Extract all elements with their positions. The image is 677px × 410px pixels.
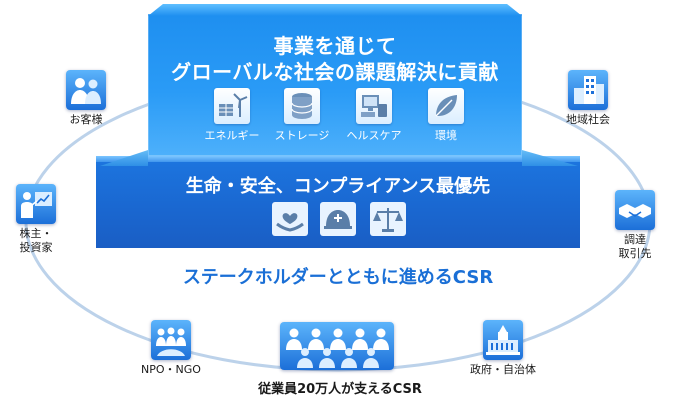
customers-label: お客様 [69, 113, 103, 126]
stakeholder-shareholders: 株主・ 投資家 [8, 184, 64, 255]
employees-icon [280, 322, 394, 370]
shareholders-label-1: 株主・ [19, 227, 53, 240]
storage-icon [284, 88, 320, 124]
field-energy: エネルギー [200, 88, 264, 143]
business-tier [148, 14, 522, 156]
employees-label: 従業員20万人が支えるCSR [258, 382, 422, 397]
stakeholder-suppliers: 調達 取引先 [606, 190, 664, 261]
government-building-icon [483, 320, 523, 360]
helmet-icon [320, 202, 356, 236]
stakeholder-government: 政府・自治体 [466, 320, 540, 377]
field-healthcare: ヘルスケア [342, 88, 406, 143]
safety-tier-edge [96, 156, 580, 164]
local-community-label: 地域社会 [566, 113, 610, 126]
field-energy-label: エネルギー [204, 129, 260, 142]
shareholders-label-2: 投資家 [19, 241, 53, 254]
suppliers-label-1: 調達 [624, 233, 646, 246]
energy-icon [214, 88, 250, 124]
business-tier-cap [148, 4, 522, 16]
stakeholder-customers: お客様 [58, 70, 114, 127]
government-label: 政府・自治体 [470, 363, 536, 376]
healthcare-icon [356, 88, 392, 124]
handshake-icon [615, 190, 655, 230]
safety-title: 生命・安全、コンプライアンス最優先 [185, 176, 491, 197]
buildings-icon [568, 70, 608, 110]
customers-icon [66, 70, 106, 110]
stakeholder-local-community: 地域社会 [556, 70, 620, 127]
business-title-line2: グローバルな社会の課題解決に貢献 [171, 60, 499, 84]
suppliers-label-2: 取引先 [618, 247, 652, 260]
stakeholder-npo-ngo: NPO・NGO [136, 320, 206, 377]
group-icon [151, 320, 191, 360]
leaf-icon [428, 88, 464, 124]
business-title-line1: 事業を通じて [273, 34, 397, 58]
ring-title: ステークホルダーとともに進めるCSR [182, 267, 494, 288]
field-storage-label: ストレージ [274, 129, 330, 142]
field-environment: 環境 [414, 88, 478, 143]
npo-ngo-label: NPO・NGO [141, 363, 201, 376]
presentation-icon [16, 184, 56, 224]
field-storage: ストレージ [270, 88, 334, 143]
field-environment-label: 環境 [435, 129, 457, 142]
scales-icon [370, 202, 406, 236]
field-healthcare-label: ヘルスケア [346, 129, 402, 142]
heart-hands-icon [272, 202, 308, 236]
